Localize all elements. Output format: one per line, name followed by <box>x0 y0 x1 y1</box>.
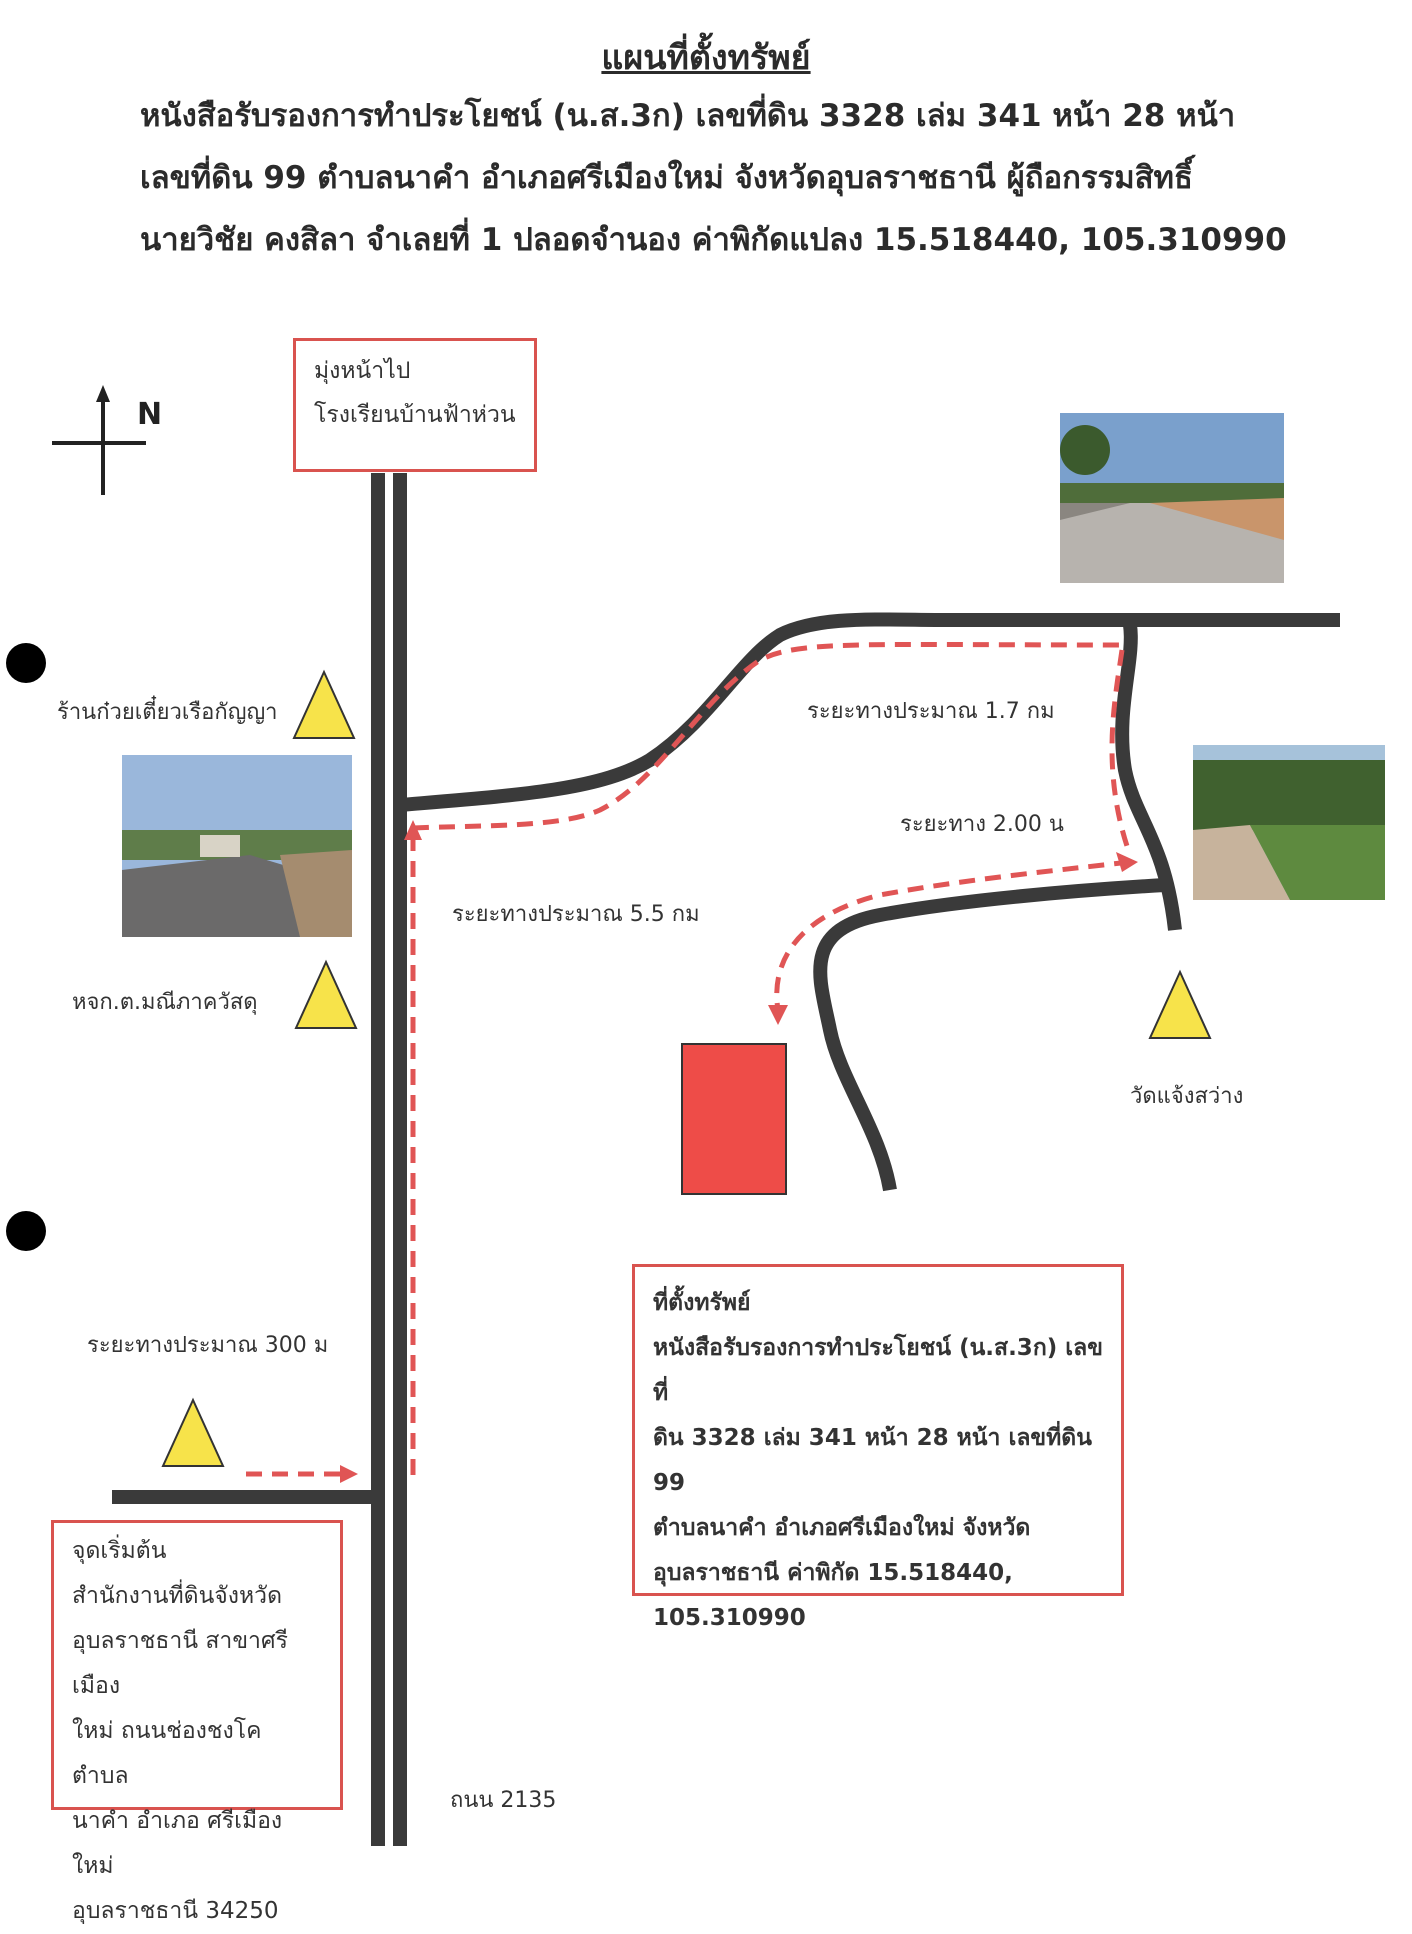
start-point-box: จุดเริ่มต้น สำนักงานที่ดินจังหวัด อุบลรา… <box>51 1520 343 1924</box>
binder-hole-top <box>6 643 46 683</box>
route-arrow-east <box>340 1465 358 1483</box>
label-cooperative: หจก.ต.มณีภาควัสดุ <box>72 990 258 1015</box>
south-road <box>813 878 1166 1192</box>
east-road <box>1115 624 1182 931</box>
property-plot <box>681 1043 787 1195</box>
start-box-line-1: จุดเริ่มต้น <box>72 1538 167 1564</box>
destination-line-2: โรงเรียนบ้านฟ้าห่วน <box>314 402 516 428</box>
label-temple: วัดแจ้งสว่าง <box>1130 1084 1244 1109</box>
label-noodle-shop: ร้านก๋วยเตี๋ยวเรือกัญญา <box>57 700 278 725</box>
road-label-2135: ถนน 2135 <box>450 1788 557 1813</box>
landmark-marker-cooperative <box>294 959 358 1029</box>
landmark-marker-noodle-shop <box>292 669 356 739</box>
header-line-3: นายวิชัย คงสิลา จำเลยที่ 1 ปลอดจำนอง ค่า… <box>140 222 1287 258</box>
property-box-line-2: ดิน 3328 เล่ม 341 หน้า 28 หน้า เลขที่ดิน… <box>653 1425 1092 1496</box>
page-title: แผนที่ตั้งทรัพย์ <box>601 38 811 78</box>
start-box-line-5: นาคำ อำเภอ ศรีเมืองใหม่ <box>72 1808 283 1879</box>
document-header: แผนที่ตั้งทรัพย์ หนังสือรับรองการทำประโย… <box>0 0 1412 270</box>
start-box-line-2: สำนักงานที่ดินจังหวัด <box>72 1583 283 1609</box>
distance-label-1-7km: ระยะทางประมาณ 1.7 กม <box>807 699 1055 724</box>
street-photo-north <box>1060 413 1284 583</box>
distance-label-5-5km: ระยะทางประมาณ 5.5 กม <box>452 902 700 927</box>
route-arrow-south <box>768 1005 788 1025</box>
main-road-2135 <box>371 473 407 1846</box>
property-box-title: ที่ตั้งทรัพย์ <box>653 1290 751 1316</box>
property-box-line-1: หนังสือรับรองการทำประโยชน์ (น.ส.3ก) เลขท… <box>653 1335 1103 1406</box>
landmark-marker-temple <box>1148 969 1212 1039</box>
route-arrow-southeast <box>1116 852 1138 872</box>
route-arrow-north <box>404 820 422 840</box>
destination-line-1: มุ่งหน้าไป <box>314 358 411 384</box>
compass-icon <box>52 385 146 495</box>
compass-north-label: N <box>137 397 163 432</box>
landmark-marker-start <box>161 1397 225 1467</box>
distance-label-2-00: ระยะทาง 2.00 น <box>900 812 1064 837</box>
start-box-line-6: อุบลราชธานี 34250 <box>72 1898 279 1924</box>
destination-box: มุ่งหน้าไป โรงเรียนบ้านฟ้าห่วน <box>293 338 537 472</box>
start-box-line-3: อุบลราชธานี สาขาศรีเมือง <box>72 1628 288 1699</box>
street-photo-noodle-shop <box>122 755 352 937</box>
start-box-line-4: ใหม่ ถนนช่องชงโค ตำบล <box>72 1718 262 1789</box>
route-path <box>246 641 1133 1477</box>
property-box-line-4: อุบลราชธานี ค่าพิกัด 15.518440, 105.3109… <box>653 1560 1013 1631</box>
street-photo-temple <box>1193 745 1385 900</box>
property-box-line-3: ตำบลนาคำ อำเภอศรีเมืองใหม่ จังหวัด <box>653 1515 1031 1541</box>
binder-hole-bottom <box>6 1211 46 1251</box>
header-line-1: หนังสือรับรองการทำประโยชน์ (น.ส.3ก) เลขท… <box>140 98 1236 134</box>
distance-label-300m: ระยะทางประมาณ 300 ม <box>87 1333 329 1358</box>
property-info-box: ที่ตั้งทรัพย์ หนังสือรับรองการทำประโยชน์… <box>632 1264 1124 1631</box>
header-line-2: เลขที่ดิน 99 ตำบลนาคำ อำเภอศรีเมืองใหม่ … <box>140 160 1193 196</box>
map-canvas <box>6 385 1385 1846</box>
